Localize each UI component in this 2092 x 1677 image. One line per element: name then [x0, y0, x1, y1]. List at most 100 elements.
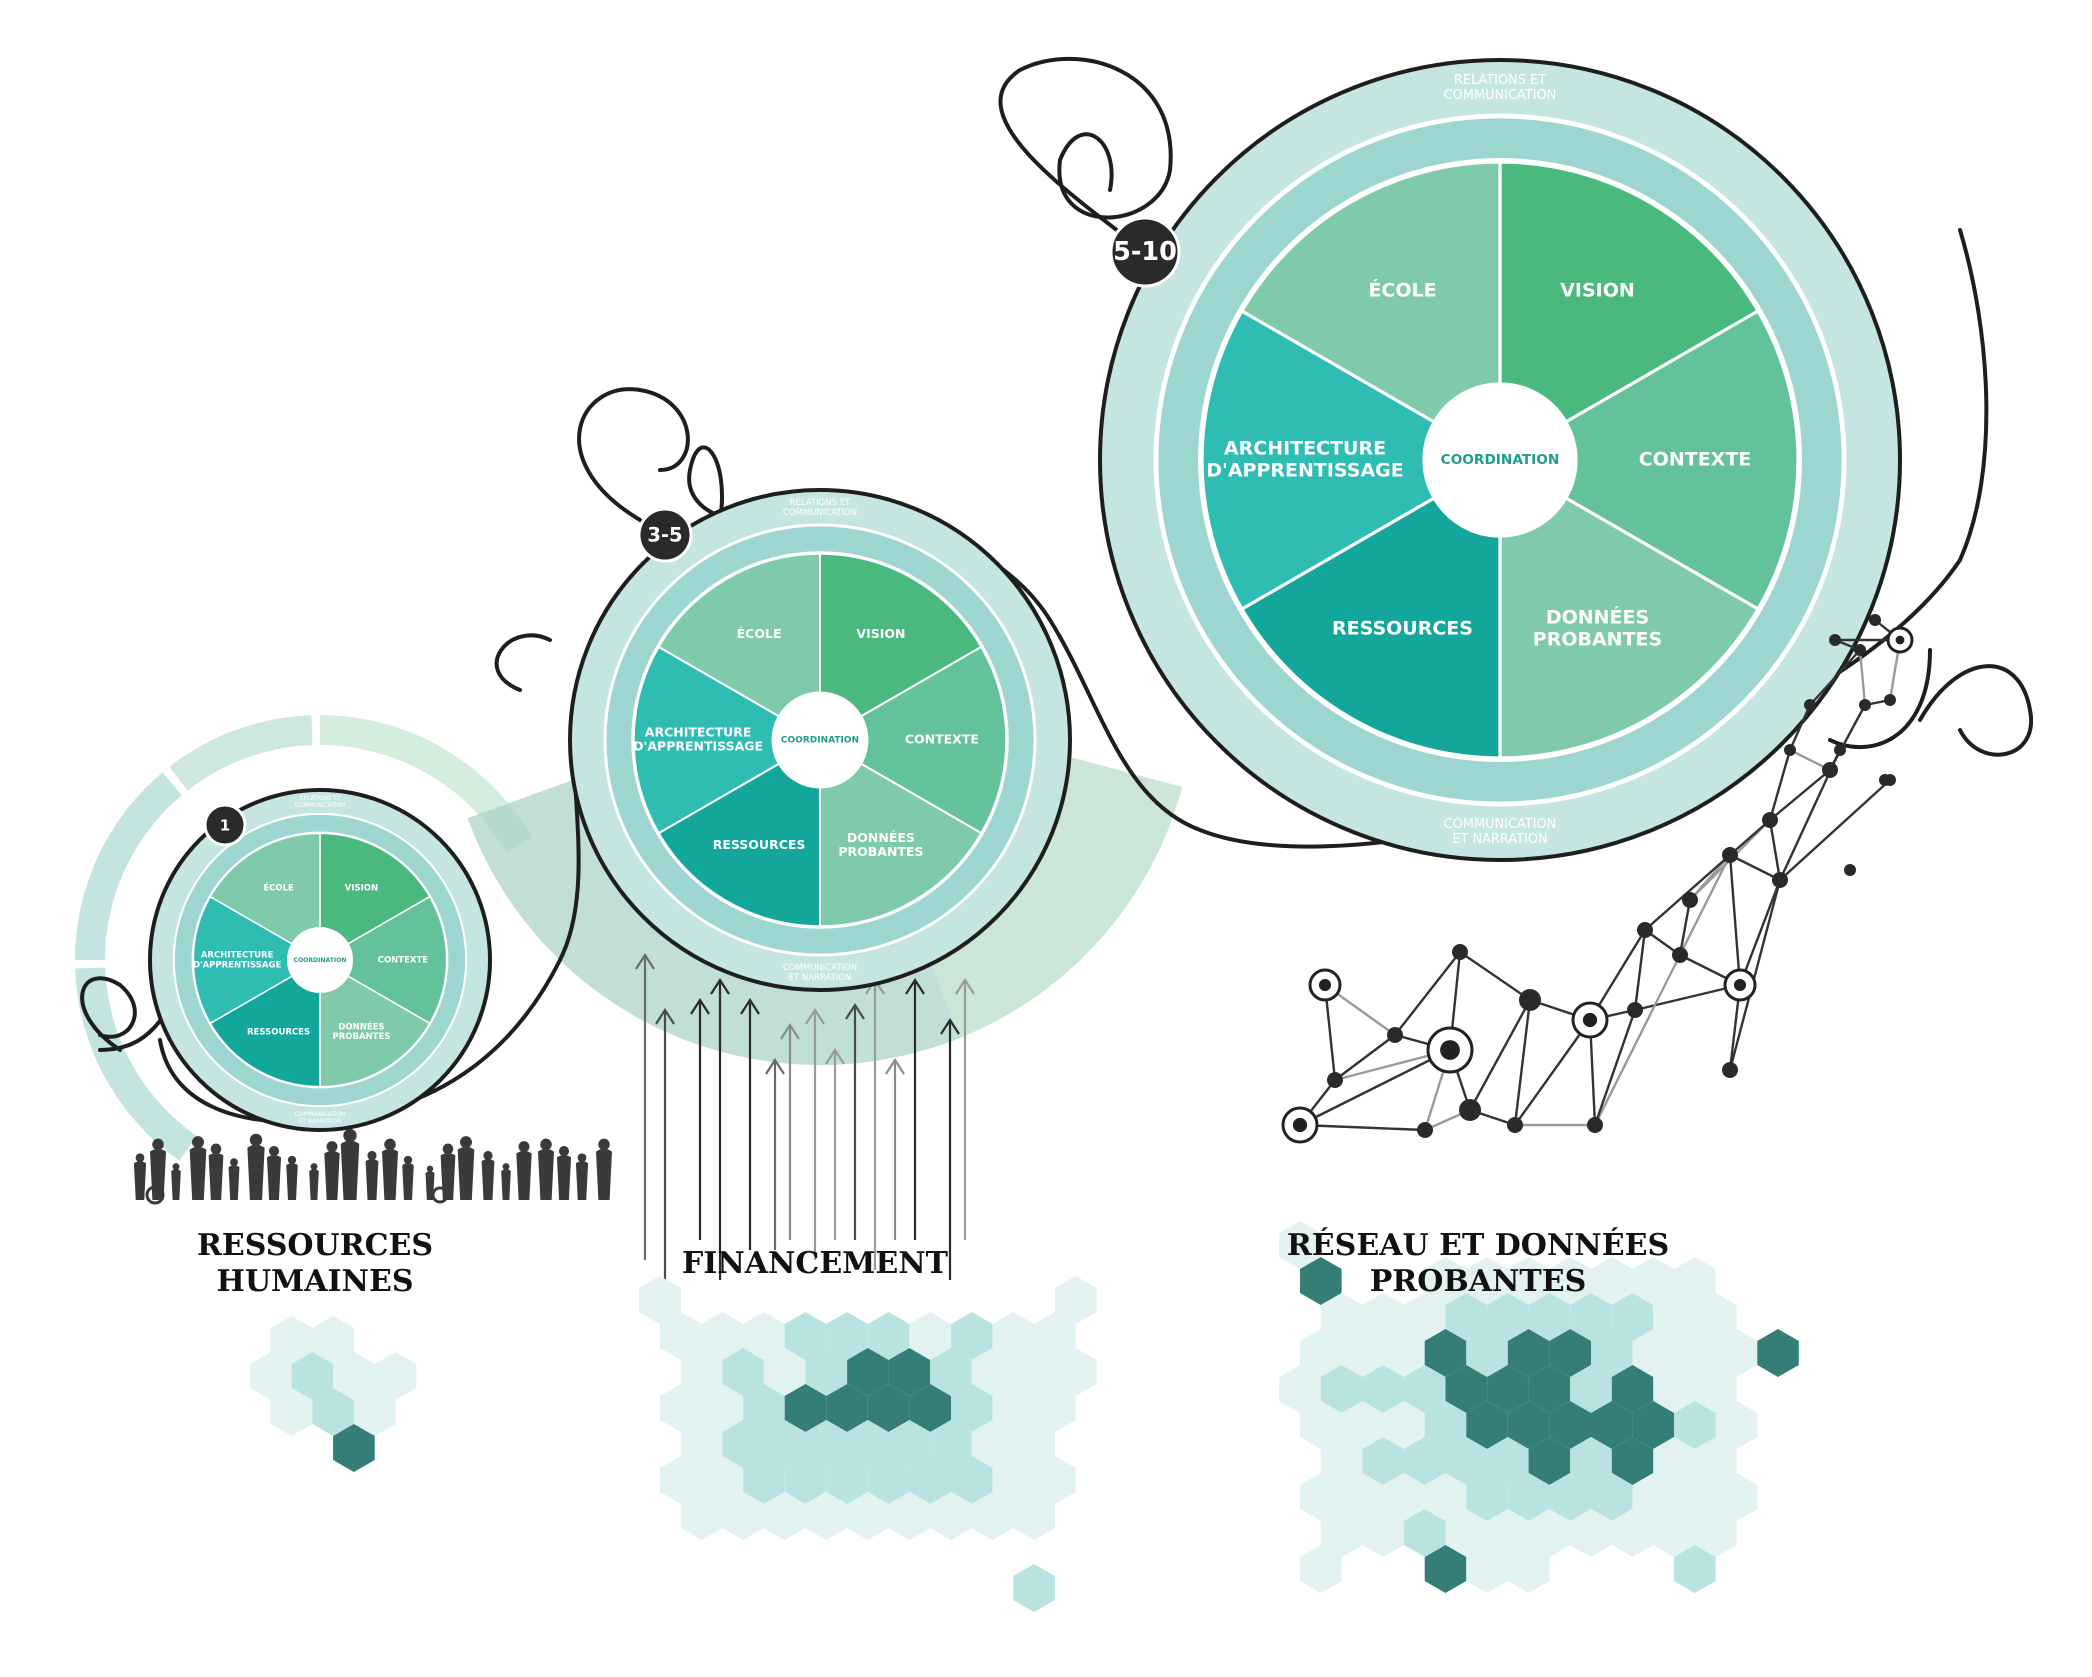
network-node — [1762, 812, 1778, 828]
hex-cell — [1632, 1329, 1675, 1377]
stage-badge-label: 1 — [220, 817, 230, 835]
hex-cell — [1632, 1473, 1675, 1521]
hex-cell — [1034, 1384, 1076, 1432]
hex-cell — [639, 1276, 681, 1324]
hex-cell — [1341, 1401, 1384, 1449]
wheel-1: VISIONCONTEXTEDONNÉESPROBANTESRESSOURCES… — [148, 788, 492, 1132]
hex-cell — [1300, 1401, 1342, 1449]
hex-cell — [1424, 1545, 1467, 1593]
person-icon — [367, 1150, 377, 1161]
hex-cell — [1591, 1329, 1633, 1377]
hex-cell — [1403, 1293, 1446, 1341]
person-icon — [210, 1143, 222, 1155]
stage-badge-label: 3-5 — [647, 524, 682, 547]
hex-cell — [909, 1384, 951, 1432]
hex-cell — [1320, 1293, 1363, 1341]
hex-cell — [270, 1388, 313, 1436]
hex-cell — [701, 1312, 744, 1360]
hex-cell — [1445, 1509, 1488, 1557]
person-icon — [230, 1158, 238, 1167]
network-node — [1844, 864, 1856, 876]
network-node — [1587, 1117, 1603, 1133]
segment-label: RESSOURCES — [713, 837, 806, 852]
hex-cell — [992, 1312, 1035, 1360]
network-node — [1829, 634, 1841, 646]
network-edge — [1514, 1019, 1591, 1126]
segment-label: CONTEXTE — [905, 732, 979, 747]
hex-cell — [1611, 1437, 1654, 1485]
hex-cell — [805, 1492, 848, 1540]
hex-cell — [888, 1348, 931, 1396]
segment-label: ARCHITECTURE — [201, 951, 274, 961]
ring-label-bottom: COMMUNICATION — [1444, 817, 1557, 832]
person-icon — [340, 1140, 360, 1200]
network-node — [1327, 1072, 1343, 1088]
hex-cell — [1487, 1293, 1529, 1341]
wheel-2: VISIONCONTEXTEDONNÉESPROBANTESRESSOURCES… — [568, 488, 1072, 992]
segment-label: PROBANTES — [838, 844, 923, 859]
hex-cell — [867, 1456, 910, 1504]
hex-cell — [1403, 1437, 1446, 1485]
hex-cell — [660, 1312, 702, 1360]
hex-cell — [1653, 1293, 1695, 1341]
person-icon — [324, 1150, 340, 1200]
hex-cell — [1528, 1509, 1571, 1557]
person-icon — [577, 1153, 587, 1163]
funding-arrow-head — [765, 1057, 785, 1075]
hex-cell — [805, 1420, 848, 1468]
hex-cell — [867, 1384, 910, 1432]
hex-cell — [1013, 1348, 1055, 1396]
hex-cell — [909, 1456, 951, 1504]
person-icon — [171, 1169, 181, 1200]
person-icon — [502, 1163, 510, 1171]
hex-cell — [992, 1384, 1035, 1432]
person-icon — [133, 1161, 147, 1200]
hex-cell — [763, 1420, 806, 1468]
network-node — [1417, 1122, 1433, 1138]
hex-cell — [1591, 1257, 1633, 1305]
network-node — [1387, 1027, 1403, 1043]
hex-cell — [1424, 1329, 1467, 1377]
segment-label: CONTEXTE — [378, 956, 429, 966]
network-node — [1452, 944, 1468, 960]
hex-cell — [1507, 1401, 1550, 1449]
connector-curve — [998, 56, 1173, 242]
hex-cell — [1674, 1473, 1716, 1521]
hex-cell — [1341, 1329, 1384, 1377]
network-node — [1822, 762, 1838, 778]
bg-arc — [320, 715, 533, 853]
network-hub-core — [1895, 635, 1905, 645]
network-node — [1722, 1062, 1738, 1078]
core-label: COORDINATION — [781, 736, 859, 746]
hex-cell — [1653, 1365, 1695, 1413]
network-edge — [1809, 649, 1861, 706]
network-edge — [1459, 951, 1531, 1001]
hex-cell — [1403, 1509, 1446, 1557]
hex-cell — [992, 1456, 1035, 1504]
person-icon — [309, 1169, 319, 1200]
hex-cell — [1054, 1276, 1097, 1324]
network-hub-core — [1733, 978, 1747, 992]
wheel-core — [287, 927, 353, 993]
hex-cell — [722, 1492, 764, 1540]
network-node — [1637, 922, 1653, 938]
network-hub-core — [1440, 1040, 1460, 1060]
connector-curve — [1057, 132, 1172, 220]
ring-label-top: COMMUNICATION — [783, 508, 857, 518]
hex-cell — [1507, 1329, 1550, 1377]
hex-cell — [1424, 1257, 1467, 1305]
hex-cell — [930, 1348, 972, 1396]
funding-arrow-head — [825, 1047, 845, 1065]
hex-cell — [291, 1352, 334, 1400]
person-icon — [287, 1155, 297, 1165]
segment-label: ARCHITECTURE — [1224, 438, 1386, 460]
bg-arc — [75, 772, 182, 960]
hex-cell — [1528, 1365, 1571, 1413]
stroller-wheel-icon — [431, 1186, 449, 1204]
hex-cell — [826, 1312, 868, 1360]
segment-label: PROBANTES — [332, 1032, 390, 1042]
caption-ressources-humaines: RESSOURCES — [197, 1228, 433, 1263]
funding-arrow-head — [940, 1017, 960, 1035]
